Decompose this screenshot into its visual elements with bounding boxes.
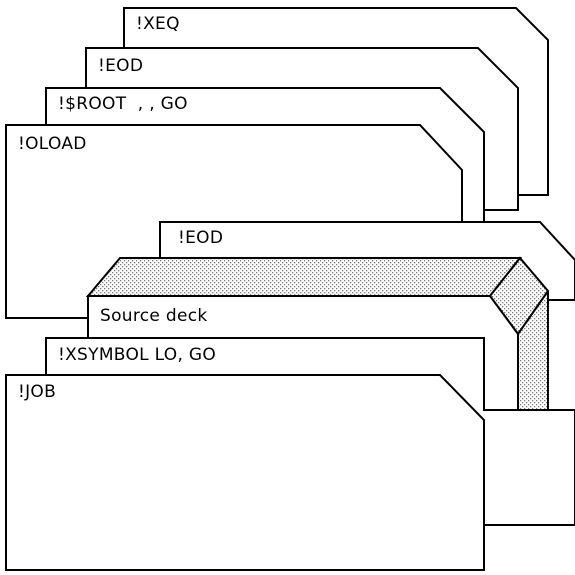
eod-card-top-label: !EOD	[98, 56, 144, 76]
source-deck-top-face	[85, 257, 523, 297]
eod-card-mid-label: !EOD	[178, 228, 224, 248]
source-deck-edge-line	[517, 290, 549, 335]
job-card-label: !JOB	[18, 382, 57, 402]
oload-card-label: !OLOAD	[18, 134, 87, 154]
source-deck-label: Source deck	[100, 306, 208, 326]
xsymbol-card-label: !XSYMBOL LO, GO	[58, 345, 217, 365]
xeq-card-label: !XEQ	[136, 14, 180, 34]
job-card	[5, 374, 485, 571]
root-card-label: !$ROOT , , GO	[58, 94, 188, 114]
